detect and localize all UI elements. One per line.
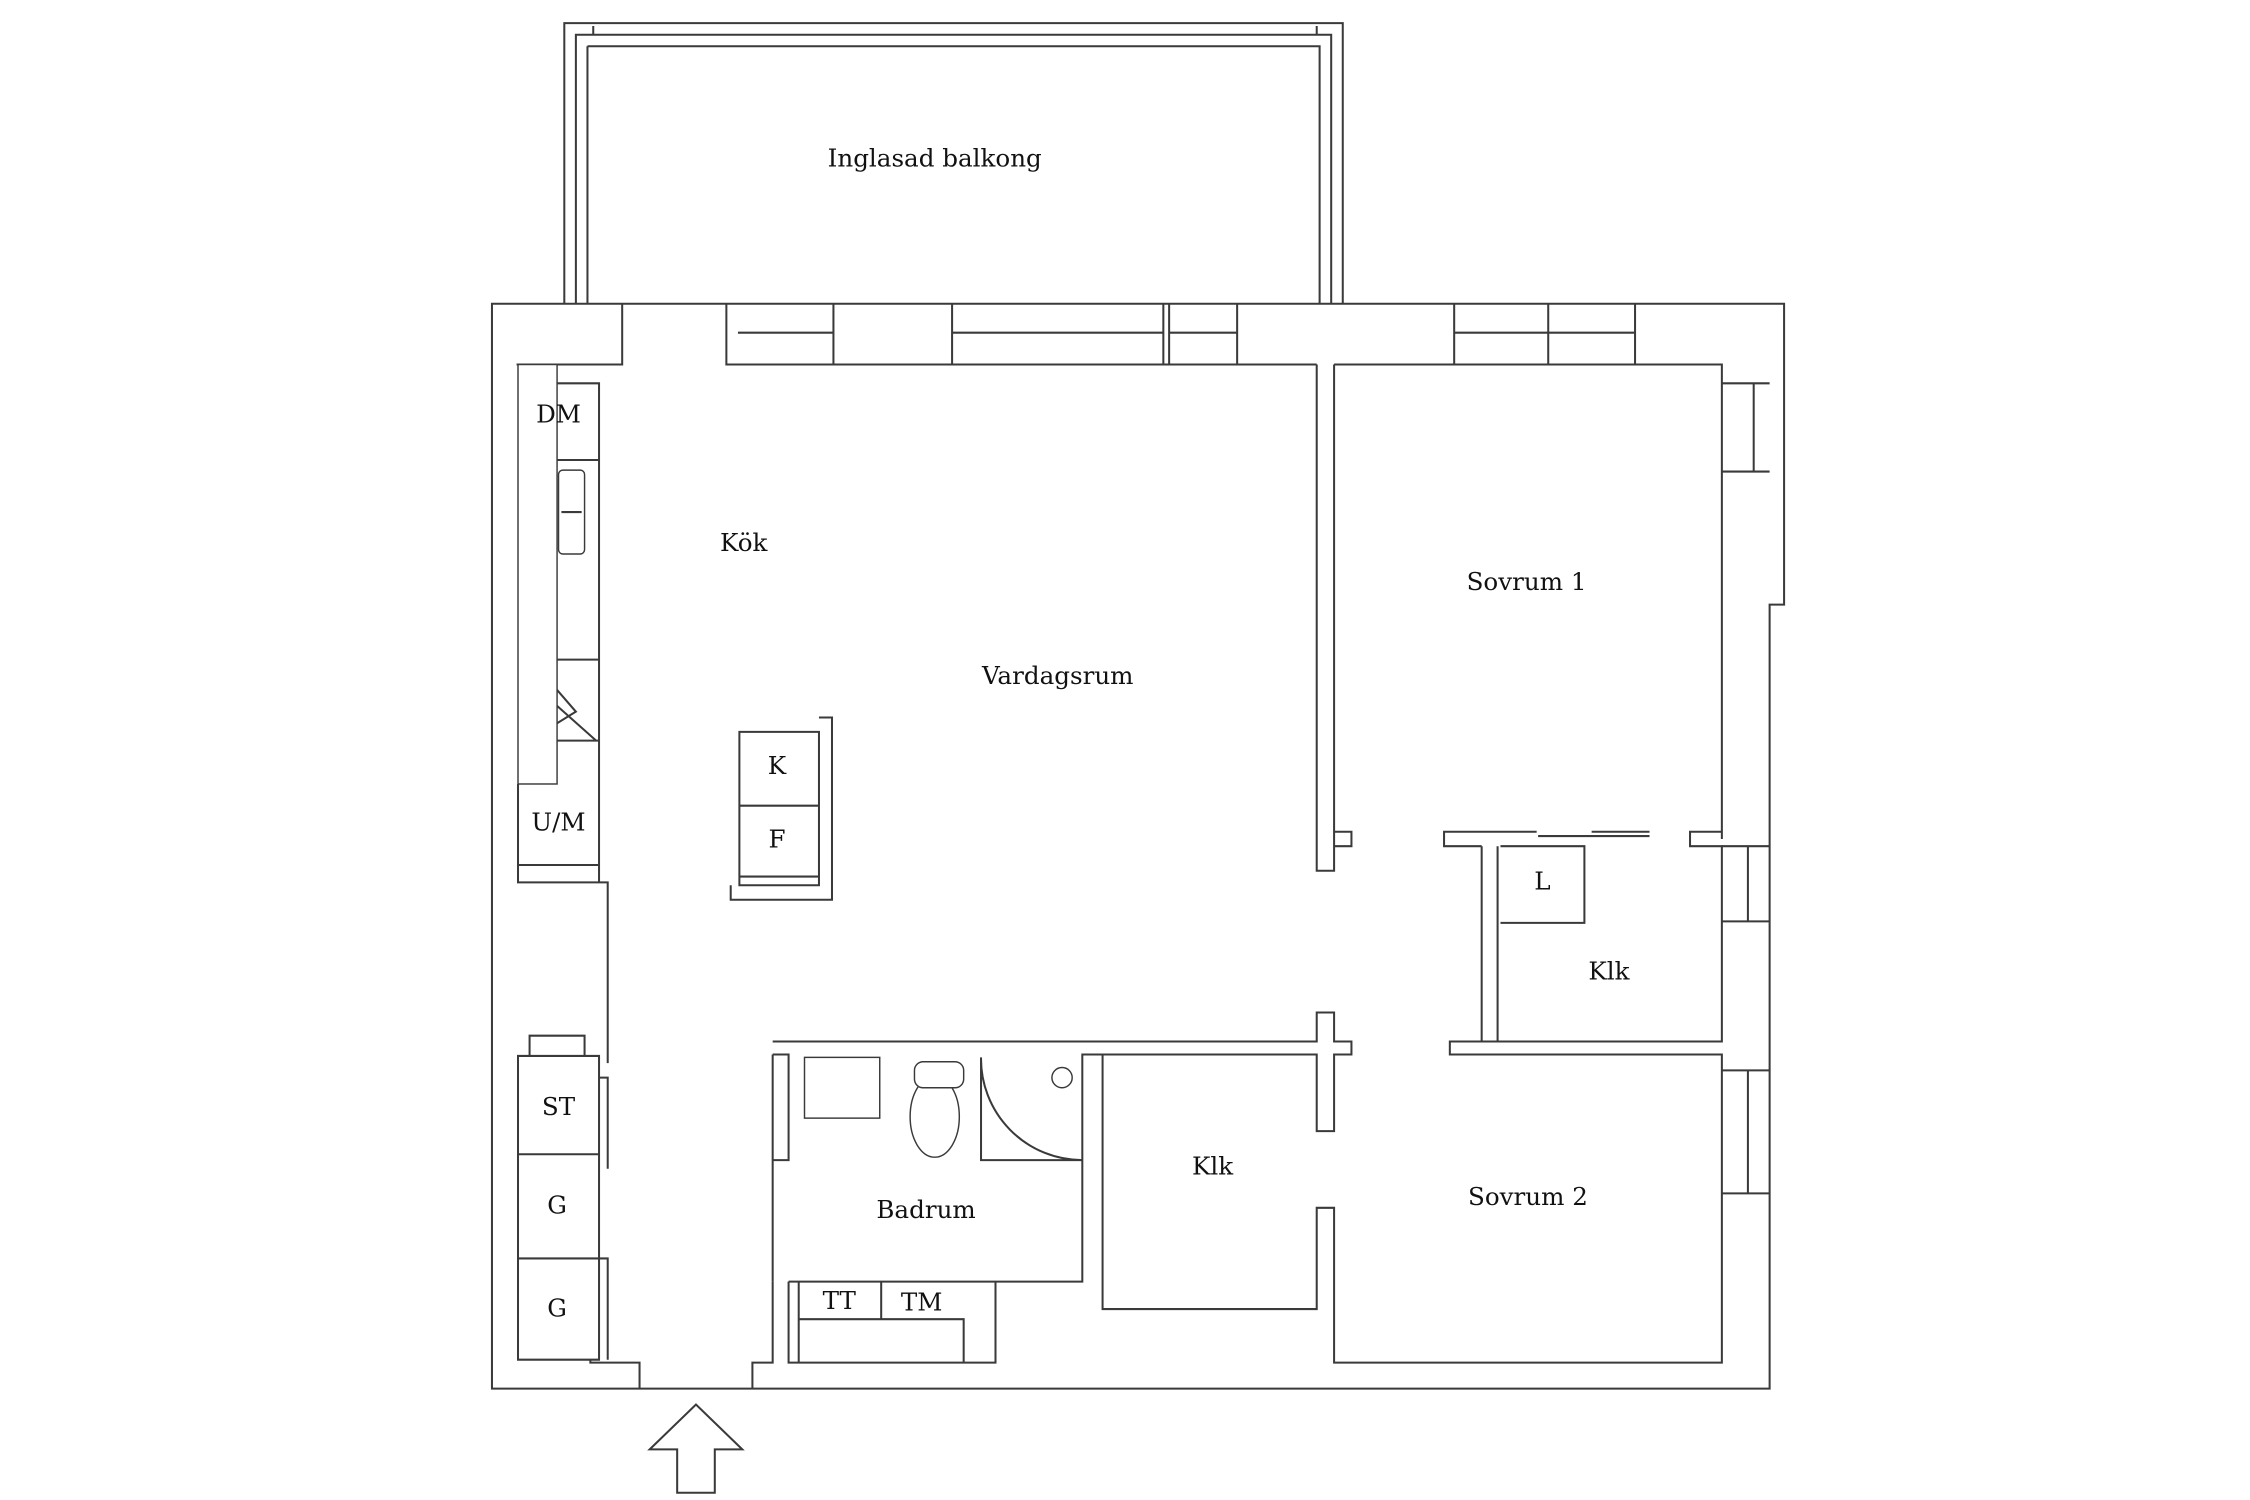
room-label-closet2: Klk bbox=[1192, 1152, 1234, 1181]
room-label-kitchen: Kök bbox=[720, 528, 769, 557]
fixture-dryer: TT bbox=[823, 1286, 857, 1315]
room-label-balcony: Inglasad balkong bbox=[828, 143, 1042, 172]
fixture-freezer: F bbox=[768, 825, 785, 854]
fridge-freezer-unit bbox=[729, 716, 834, 901]
fixture-washer: TM bbox=[901, 1288, 943, 1317]
fixture-oven: U/M bbox=[531, 807, 585, 836]
fixture-dishwasher: DM bbox=[536, 399, 581, 428]
fixture-wardrobe: G bbox=[547, 1191, 567, 1220]
fixture-linen: L bbox=[1534, 867, 1550, 896]
outer-walls bbox=[490, 302, 1786, 1390]
room-label-bedroom1: Sovrum 1 bbox=[1467, 567, 1587, 596]
room-label-bedroom2: Sovrum 2 bbox=[1468, 1182, 1588, 1211]
interior-walls bbox=[1101, 830, 1723, 1364]
room-label-closet1: Klk bbox=[1588, 956, 1630, 985]
hall-storage bbox=[516, 1034, 774, 1389]
arrow-up-icon bbox=[647, 1403, 745, 1494]
fixture-storage: ST bbox=[542, 1092, 576, 1121]
bathroom bbox=[771, 1011, 1353, 1364]
balcony bbox=[563, 22, 1344, 304]
fixture-wardrobe: G bbox=[547, 1293, 567, 1322]
room-label-bathroom: Badrum bbox=[876, 1195, 975, 1224]
room-label-living: Vardagsrum bbox=[981, 661, 1134, 690]
kitchen-counter bbox=[516, 363, 609, 1064]
fixture-fridge: K bbox=[768, 751, 787, 780]
